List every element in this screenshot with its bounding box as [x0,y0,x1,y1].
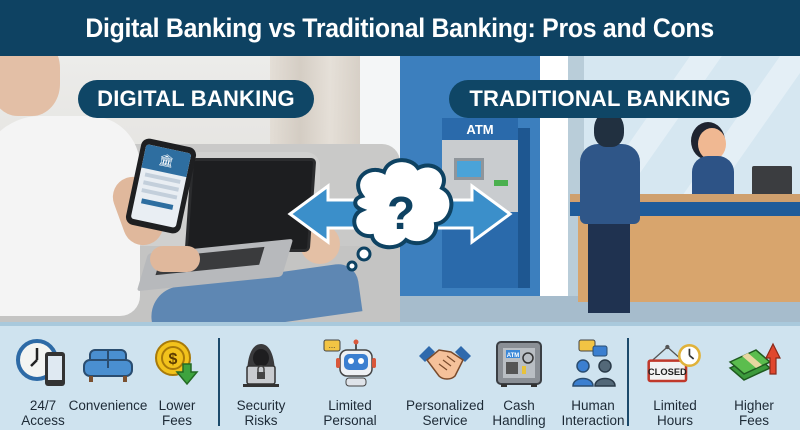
item-personalized-service: Personalized Service [405,338,485,428]
item-security-risks: Security Risks [221,338,301,428]
person-head [0,56,60,116]
atm-safe-icon: ATM [491,338,547,390]
customer-body [580,144,640,224]
item-label: Limited Hours [653,398,697,428]
item-label: Personalized Service [405,398,485,428]
money-up-arrow-icon [726,338,782,390]
people-chat-icon [565,338,621,390]
teller-body [692,156,734,198]
teller-monitor [752,166,792,196]
item-label: Limited Personal Support [323,398,377,430]
page-title: Digital Banking vs Traditional Banking: … [85,12,715,43]
person-torso [0,116,140,316]
svg-text:CLOSED: CLOSED [648,367,687,377]
svg-text:...: ... [329,341,336,350]
handshake-icon [417,338,473,390]
person-hand [150,246,200,272]
customer-legs [588,221,630,313]
item-lower-fees: $ Lower Fees [137,338,217,428]
item-label: Convenience [68,398,148,413]
item-convenience: Convenience [68,338,148,413]
item-limited-hours: CLOSED Limited Hours [635,338,715,428]
card-slot [494,180,508,186]
item-label: Human Interaction [561,398,625,428]
digital-banking-badge: DIGITAL BANKING [78,80,314,118]
closed-sign-icon: CLOSED [647,338,703,390]
atm-label: ATM [466,121,494,137]
clock-phone-icon [15,338,71,390]
pros-cons-divider [218,338,220,426]
atm-side [518,128,530,288]
item-label: 24/7 Access [21,398,65,428]
item-higher-fees: Higher Fees [714,338,794,428]
pros-cons-bar: 24/7 Access Convenience $ [0,322,800,430]
atm-screen [454,158,484,180]
item-human-interaction: Human Interaction [553,338,633,428]
chatbot-icon: ... [322,338,378,390]
item-24-7-access: 24/7 Access [3,338,83,428]
hacker-icon [233,338,289,390]
pros-cons-divider [627,338,629,426]
sofa-icon [80,338,136,390]
banking-app-screen: 🏛 [130,144,192,228]
item-limited-personal-support: ... Limited Personal Support [300,338,400,430]
item-cash-handling: ATM Cash Handling [479,338,559,428]
atm-machine: ATM [442,118,518,288]
item-label: Higher Fees [734,398,774,428]
header-banner: Digital Banking vs Traditional Banking: … [0,0,800,56]
item-label: Security Risks [236,398,286,428]
svg-text:$: $ [169,351,178,368]
traditional-banking-badge: TRADITIONAL BANKING [449,80,751,118]
laptop-screen [184,158,317,252]
atm-panel [442,140,518,212]
bank-icon: 🏛 [141,144,192,178]
item-label: Lower Fees [158,398,196,428]
counter-top [570,194,800,202]
coin-down-arrow-icon: $ [149,338,205,390]
digital-banking-scene: 🏛 [0,56,400,322]
svg-text:ATM: ATM [507,353,520,359]
teller-head [698,128,726,160]
item-label: Cash Handling [492,398,546,428]
